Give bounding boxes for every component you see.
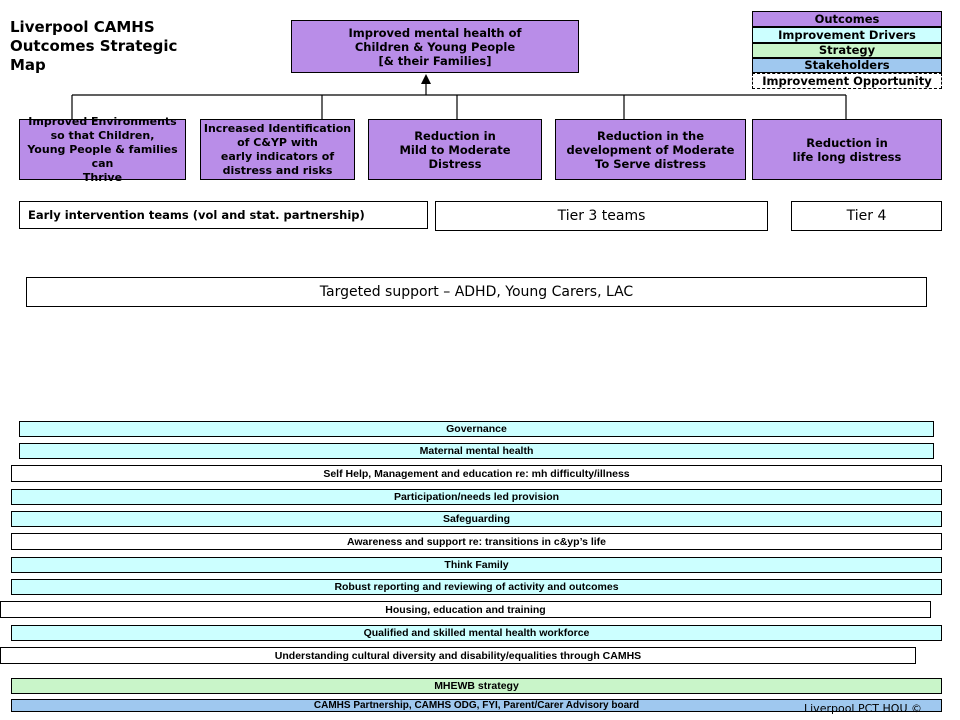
- driver-housing-education: Housing, education and training: [0, 601, 931, 618]
- tier-4: Tier 4: [791, 201, 942, 231]
- driver-governance: Governance: [19, 421, 934, 437]
- legend-improvement-opportunity: Improvement Opportunity: [752, 73, 942, 89]
- outcome-increased-identification: Increased Identification of C&YP with ea…: [200, 119, 355, 180]
- legend-outcomes: Outcomes: [752, 11, 942, 27]
- driver-cultural-diversity: Understanding cultural diversity and dis…: [0, 647, 916, 664]
- footer-copyright: Liverpool PCT HOU ©: [804, 702, 922, 715]
- outcome-reduction-mild-moderate: Reduction in Mild to Moderate Distress: [368, 119, 542, 180]
- outcome-reduction-life-long: Reduction in life long distress: [752, 119, 942, 180]
- driver-self-help: Self Help, Management and education re: …: [11, 465, 942, 482]
- top-outcome-box: Improved mental health of Children & You…: [291, 20, 579, 73]
- early-intervention-teams: Early intervention teams (vol and stat. …: [19, 201, 428, 229]
- driver-safeguarding: Safeguarding: [11, 511, 942, 527]
- tier-3-teams: Tier 3 teams: [435, 201, 768, 231]
- driver-think-family: Think Family: [11, 557, 942, 573]
- stakeholders-bar: CAMHS Partnership, CAMHS ODG, FYI, Paren…: [11, 699, 942, 712]
- page-title: Liverpool CAMHS Outcomes Strategic Map: [10, 18, 178, 74]
- connector-lines: [71, 74, 847, 119]
- driver-maternal-mental-health: Maternal mental health: [19, 443, 934, 459]
- driver-robust-reporting: Robust reporting and reviewing of activi…: [11, 579, 942, 595]
- legend-stakeholders: Stakeholders: [752, 58, 942, 73]
- legend-improvement-drivers: Improvement Drivers: [752, 27, 942, 43]
- targeted-support: Targeted support – ADHD, Young Carers, L…: [26, 277, 927, 307]
- strategy-mhewb: MHEWB strategy: [11, 678, 942, 694]
- legend-strategy: Strategy: [752, 43, 942, 58]
- driver-transitions: Awareness and support re: transitions in…: [11, 533, 942, 550]
- driver-qualified-workforce: Qualified and skilled mental health work…: [11, 625, 942, 641]
- outcome-improved-environments: Improved Environments so that Children, …: [19, 115, 186, 184]
- outcome-reduction-moderate-severe: Reduction in the development of Moderate…: [555, 119, 746, 180]
- driver-participation: Participation/needs led provision: [11, 489, 942, 505]
